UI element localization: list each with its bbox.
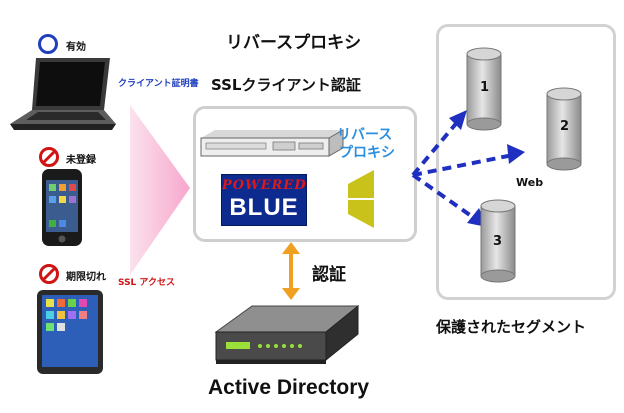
network-appliance-icon (214, 304, 360, 364)
web-server-2 (546, 87, 582, 171)
status-unregistered-label: 未登録 (66, 155, 96, 166)
protected-segment-label: 保護されたセグメント (436, 318, 587, 336)
valid-circle-icon (38, 34, 58, 54)
status-valid-label: 有効 (66, 42, 86, 53)
web-server-3 (480, 199, 516, 283)
laptop-icon (10, 58, 116, 130)
smartphone-icon (42, 169, 82, 246)
logo-powered-text: POWERED (222, 178, 307, 193)
server-3-number: 3 (493, 234, 503, 249)
tablet-icon (37, 290, 103, 374)
ssl-access-label: SSL アクセス (118, 278, 175, 288)
client-cert-label: クライアント証明書 (118, 79, 199, 89)
proxy-shield-icon (348, 170, 374, 228)
active-directory-label: Active Directory (208, 376, 370, 399)
auth-double-arrow (282, 242, 300, 300)
page-title: リバースプロキシ (226, 33, 362, 53)
powered-blue-logo: POWERED BLUE (221, 174, 307, 226)
proxy-label-line1: リバース (337, 127, 393, 143)
prohibited-icon-unregistered (39, 147, 59, 167)
protected-segment-box (436, 24, 616, 300)
status-expired-label: 期限切れ (66, 272, 106, 283)
access-flow-triangle (130, 105, 190, 275)
web-server-1 (466, 47, 502, 131)
web-label: Web (516, 176, 544, 189)
rack-server-icon (200, 129, 344, 157)
server-1-number: 1 (480, 80, 490, 95)
prohibited-icon-expired (39, 264, 59, 284)
proxy-label-line2: プロキシ (339, 145, 395, 161)
logo-blue-text: BLUE (229, 194, 299, 221)
auth-label: 認証 (312, 265, 346, 285)
page-subtitle: SSLクライアント認証 (211, 76, 361, 94)
server-2-number: 2 (560, 119, 570, 134)
